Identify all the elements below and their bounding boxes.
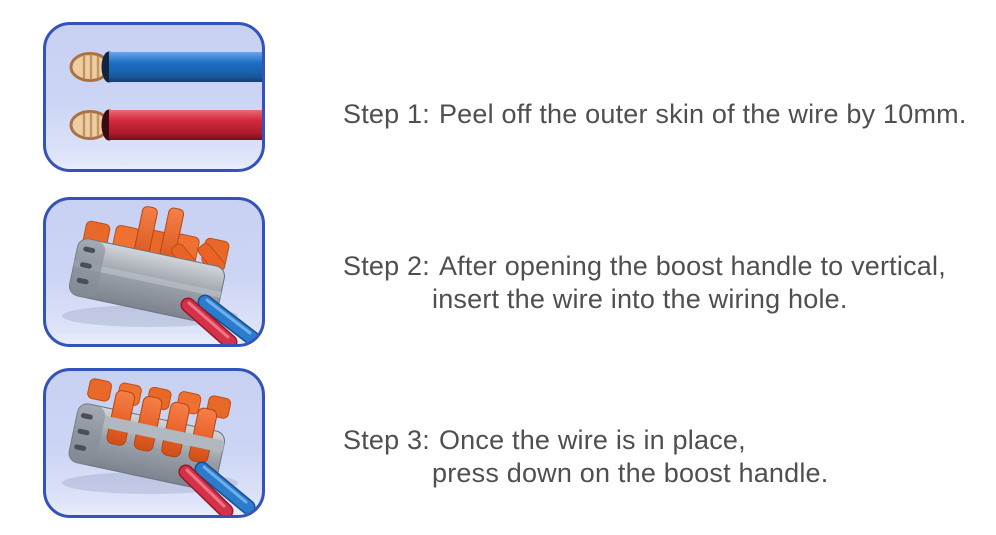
step-1-instruction: Peel off the outer skin of the wire by 1…: [438, 99, 967, 129]
step-1-line-1: Step 1: Peel off the outer skin of the wi…: [343, 98, 967, 131]
step-2-text: Step 2: After opening the boost handle to…: [343, 250, 946, 316]
stripped-wires-illustration: [69, 51, 262, 141]
step-3-text: Step 3: Once the wire is in place, press …: [343, 424, 828, 490]
step-2-line-2: insert the wire into the wiring hole.: [432, 284, 848, 314]
step-3-label: Step 3:: [343, 425, 430, 455]
step-2-instruction: After opening the boost handle to vertic…: [438, 251, 946, 281]
step-3-instruction: Once the wire is in place,: [438, 425, 746, 455]
step-3-line-1: Step 3: Once the wire is in place,: [343, 424, 828, 457]
step-2-line-1: Step 2: After opening the boost handle to…: [343, 250, 946, 283]
connector-open-illustration: [62, 206, 260, 344]
step-1-image-panel: [43, 22, 265, 172]
step-1-label: Step 1:: [343, 99, 430, 129]
step-2-label: Step 2:: [343, 251, 430, 281]
connector-closed-illustration: [62, 378, 256, 515]
step-2-image-panel: [43, 197, 265, 347]
step-3-image-panel: [43, 368, 265, 518]
step-3-line-2: press down on the boost handle.: [432, 458, 829, 488]
step-1-text: Step 1: Peel off the outer skin of the wi…: [343, 98, 967, 131]
